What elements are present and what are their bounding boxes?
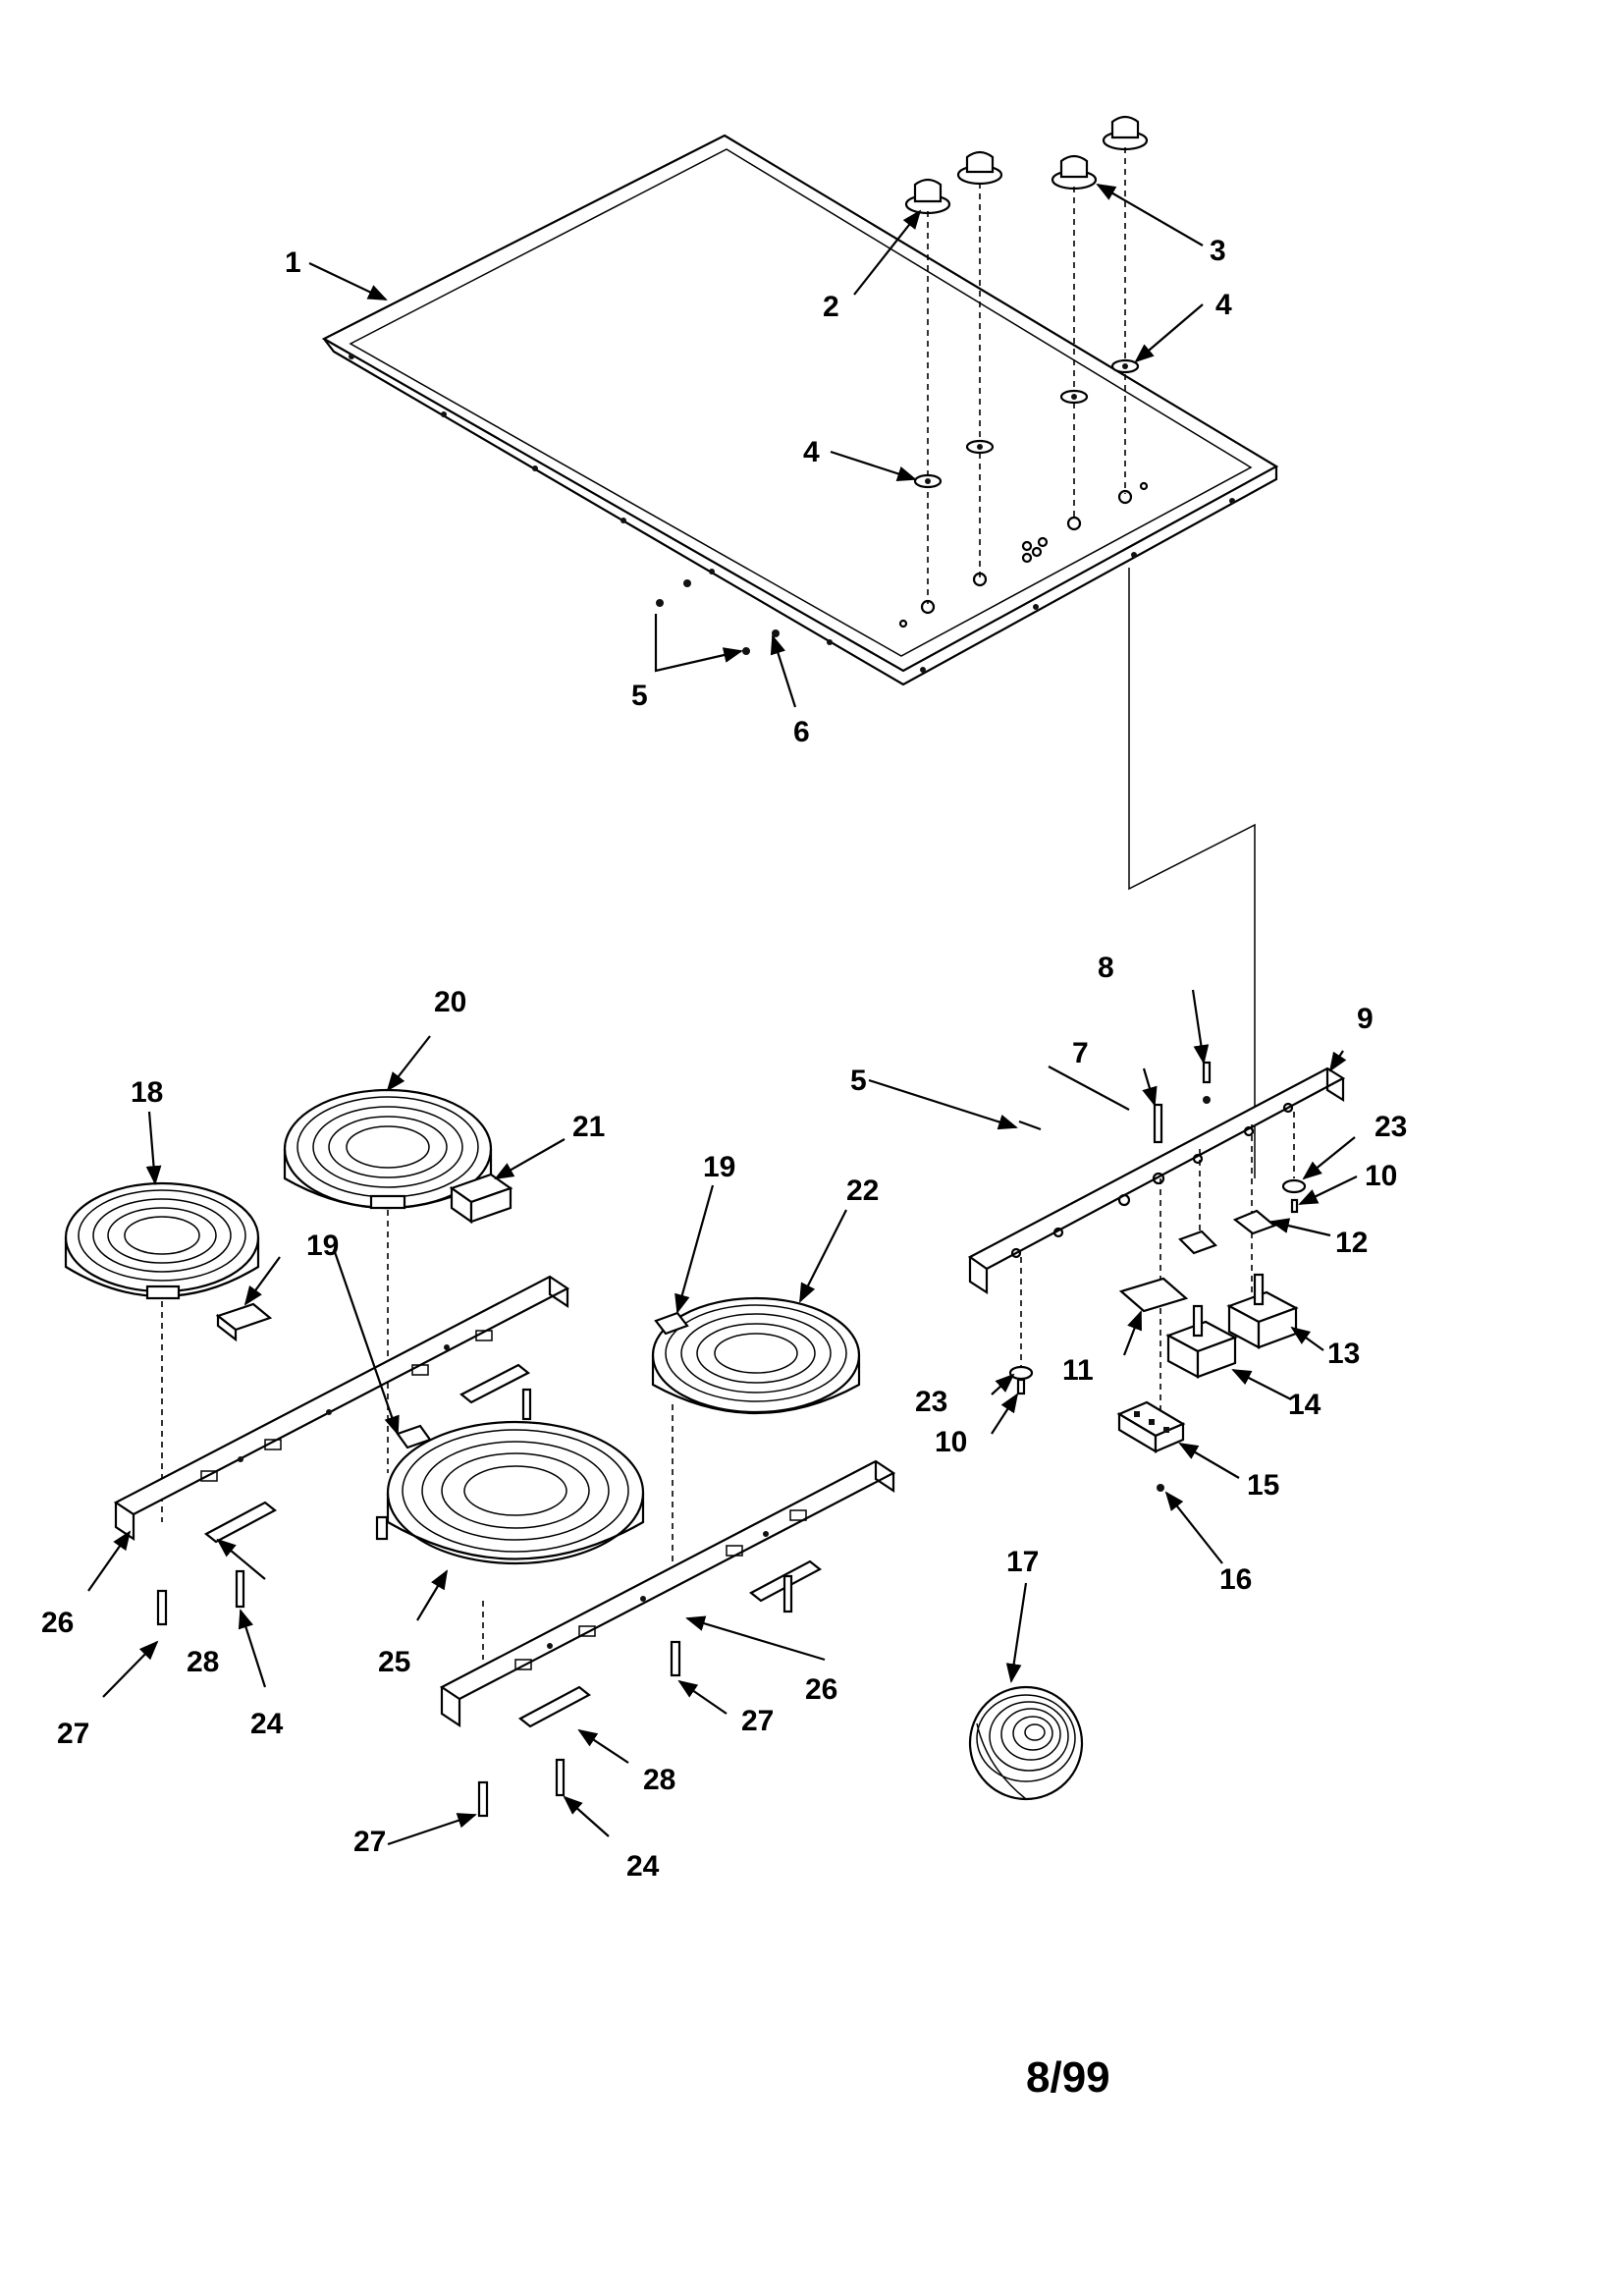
callout-4-upper: 4 (1215, 289, 1232, 321)
callout-23-upper: 23 (1375, 1111, 1407, 1143)
callout-10-upper: 10 (1365, 1160, 1397, 1192)
callout-26-left: 26 (41, 1607, 74, 1639)
support-bracket-right (439, 1459, 896, 1818)
callout-5-bracket: 5 (850, 1065, 867, 1097)
callout-11: 11 (1062, 1354, 1094, 1387)
cooktop-glass-top (321, 134, 1279, 686)
infinite-switch (1226, 1273, 1299, 1349)
callout-12: 12 (1335, 1227, 1368, 1259)
callout-24-bottom: 24 (626, 1850, 660, 1883)
callout-18: 18 (131, 1076, 163, 1109)
callout-28-left: 28 (187, 1646, 219, 1678)
callout-6: 6 (793, 716, 810, 748)
callout-27-mid: 27 (741, 1705, 774, 1737)
terminal-block (1116, 1400, 1186, 1453)
callout-28-right: 28 (643, 1764, 675, 1796)
footer-date: 8/99 (1026, 2053, 1110, 2102)
callout-27-bottom: 27 (353, 1826, 386, 1858)
radiant-element-18 (64, 1181, 273, 1522)
callout-13: 13 (1327, 1338, 1360, 1370)
callout-27-left: 27 (57, 1718, 89, 1750)
infinite-switch-2 (1165, 1304, 1238, 1379)
callout-24-left: 24 (250, 1708, 284, 1740)
callout-15: 15 (1247, 1469, 1279, 1502)
callout-8: 8 (1098, 952, 1114, 984)
callout-20: 20 (434, 986, 466, 1018)
callout-22: 22 (846, 1175, 879, 1207)
callout-10-lower: 10 (935, 1426, 967, 1458)
callout-5-glass: 5 (631, 680, 648, 712)
callout-25: 25 (378, 1646, 410, 1678)
coil-element-17 (968, 1685, 1084, 1801)
radiant-element-20 (283, 1088, 513, 1473)
bracket-hardware (1008, 1061, 1307, 1492)
callout-7: 7 (1072, 1037, 1089, 1069)
callout-labels: 1 2 3 4 4 5 6 5 7 8 9 10 10 11 12 13 14 … (41, 235, 1407, 1883)
leader-lines (87, 184, 1358, 1846)
mounting-holes (349, 354, 1235, 673)
callout-26-right: 26 (805, 1673, 837, 1706)
radiant-element-22 (651, 1296, 861, 1561)
callout-17: 17 (1006, 1546, 1039, 1578)
callout-3: 3 (1210, 235, 1226, 267)
callout-21: 21 (572, 1111, 605, 1143)
callout-9: 9 (1357, 1003, 1374, 1035)
radiant-element-25 (375, 1420, 645, 1660)
callout-19-left: 19 (306, 1230, 339, 1262)
callout-14: 14 (1288, 1389, 1321, 1421)
callout-16: 16 (1219, 1563, 1252, 1596)
callout-19-right: 19 (703, 1151, 735, 1183)
callout-23-lower: 23 (915, 1386, 947, 1418)
support-bracket-left (113, 1275, 570, 1626)
callout-4-lower: 4 (803, 436, 820, 468)
callout-2: 2 (823, 291, 839, 323)
glass-mount-screws (656, 579, 780, 655)
control-bracket (967, 1066, 1346, 1295)
control-knobs (904, 115, 1149, 604)
callout-1: 1 (285, 246, 301, 279)
